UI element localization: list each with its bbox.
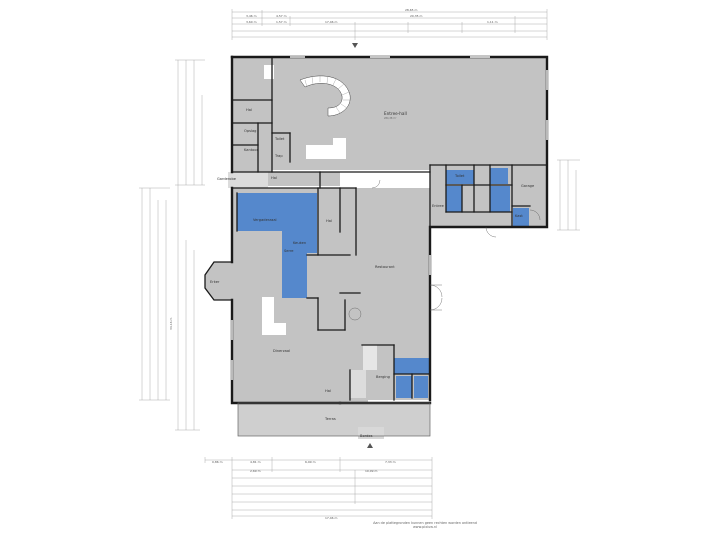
area-entrance-hall: 284,38 m² [384,117,396,120]
label-restaurant: Restaurant [375,265,395,269]
dim-top-b: 4,57 m [276,14,287,18]
label-dinerzaal: Dinerzaal [273,349,290,353]
fill-toilet-d [490,186,510,212]
fill-vergaderzaal [237,193,282,231]
label-erker: Erker [210,280,220,284]
label-entrance-hall: Entree-hall [384,111,407,116]
fill-toilet-f [396,376,412,398]
disclaimer-text: Aan de plattegronden kunnen geen rechten… [373,521,477,525]
dim-top-a: 3,46 m [246,14,257,18]
room-fills [205,57,547,439]
spiral-stair [299,75,351,117]
fill-toilet-e [394,358,430,374]
dim-top-e: 1,57 m [276,20,287,24]
disclaimer-url: www.pixiuw.nl [413,525,437,530]
white-elements [228,65,486,398]
disclaimer: Aan de plattegronden kunnen geen rechten… [350,521,500,529]
label-opslag: Opslag [244,129,256,133]
label-garderobe: Garderobe [217,177,237,181]
label-hal-1: Hal [246,108,252,112]
label-hal-3: Hal [326,219,332,223]
left-dimensions [139,59,205,431]
doors [348,179,541,321]
dim-bot-f: 10,09 m [365,469,378,473]
top-dimensions [231,9,548,40]
label-vergaderzaal: Vergaderzaal [253,218,277,222]
label-bordes: Bordes [360,434,373,438]
label-garage: Garage [521,184,535,188]
label-berging: Berging [376,375,390,379]
fill-toilet-a [446,170,474,184]
stair-steps [363,345,377,370]
dim-top-total: 28,65 m [405,8,418,12]
fill-erker [205,262,232,300]
label-hal-4: Hal [325,389,331,393]
label-entree: Entree [432,204,445,208]
fill-keuken-top [282,193,317,253]
dim-top-f: 17,46 m [325,20,338,24]
label-keuken: Keuken [293,241,306,245]
fill-toilet-c [490,168,508,184]
label-serre: Serre [284,249,294,253]
dim-bot-b: 4,81 m [250,460,261,464]
north-arrow-icon [352,43,358,48]
counter-horizontal [262,323,286,335]
dim-top-g: 1,11 m [487,20,498,24]
label-terras: Terras [324,417,336,421]
label-hal-2: Hal [271,176,277,180]
label-toilet-1: Toilet [274,137,285,141]
label-kantoor: Kantoor [244,148,259,152]
windows [231,56,548,380]
fill-keuken-bottom [282,253,307,298]
dim-bot-c: 6,99 m [305,460,316,464]
room-labels: Entree-hall 284,38 m² Restaurant Dinerza… [210,108,535,438]
dim-bot-e: 2,69 m [250,469,261,473]
dim-left-total: 34,16 m [169,317,173,330]
dim-top-d: 3,60 m [246,20,257,24]
label-kast: Kast [515,214,523,218]
dim-bot-total: 17,46 m [325,516,338,520]
fill-terras [238,403,430,436]
fill-entrance-hall [232,57,547,170]
dim-bot-a: 0,86 m [212,460,223,464]
label-toilet-2: Toilet [454,174,465,178]
dim-bot-d: 7,33 m [385,460,396,464]
bottom-dimensions [204,457,433,519]
south-arrow-icon [367,443,373,448]
fill-kast [513,208,529,226]
right-dimensions [557,159,580,231]
fill-toilet-g [414,376,428,398]
fill-toilet-b [446,186,462,212]
label-trap: Trap [274,154,283,158]
dim-top-c: 20,35 m [410,14,423,18]
blue-rooms [237,168,529,398]
